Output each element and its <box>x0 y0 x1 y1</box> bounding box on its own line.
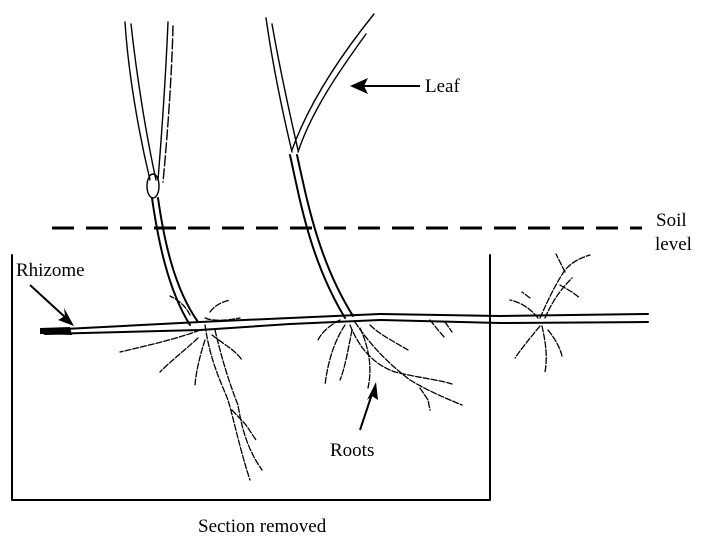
rhizome-label: Rhizome <box>16 260 85 281</box>
roots-label: Roots <box>330 440 374 461</box>
left-plant <box>120 22 262 480</box>
middle-plant <box>266 14 462 410</box>
rhizome-arrow <box>30 285 74 326</box>
soil-label: Soil <box>656 210 687 231</box>
leaf-arrow <box>350 78 420 94</box>
section-removed-label: Section removed <box>198 516 327 537</box>
leaf-label: Leaf <box>425 76 460 97</box>
right-plant <box>510 254 590 372</box>
roots-arrow <box>360 382 378 430</box>
level-label: level <box>655 234 692 255</box>
